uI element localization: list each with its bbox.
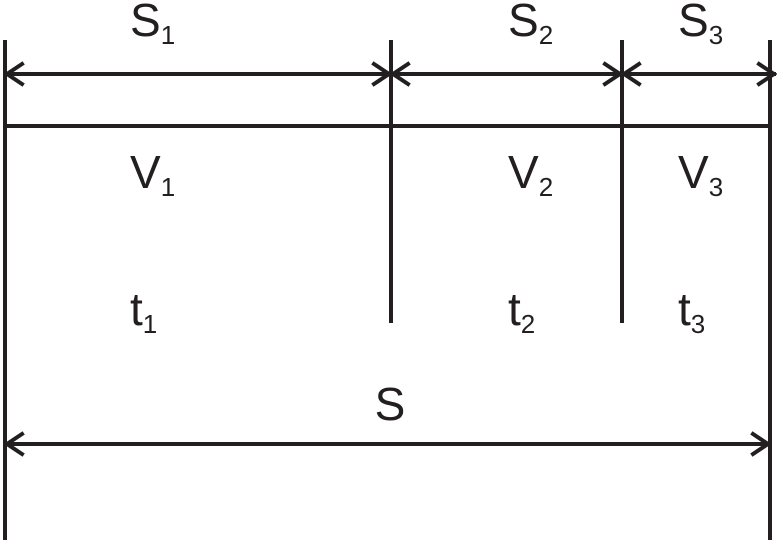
- speed-label-1: V1: [130, 146, 175, 202]
- speed-label-3: V3: [678, 146, 723, 202]
- total-distance-label: S: [375, 378, 406, 430]
- time-label-3: t3: [678, 283, 705, 339]
- speed-label-2: V2: [508, 146, 553, 202]
- distance-label-1: S1: [130, 0, 175, 50]
- distance-label-2: S2: [508, 0, 553, 50]
- distance-label-3: S3: [678, 0, 723, 50]
- time-label-2: t2: [508, 283, 535, 339]
- segment-3-dimension-arrow: [620, 61, 777, 87]
- segment-1-dimension-arrow: [3, 61, 393, 87]
- time-label-1: t1: [130, 283, 157, 339]
- segment-2-dimension-arrow: [389, 61, 624, 87]
- total-dimension-arrow: [3, 431, 772, 457]
